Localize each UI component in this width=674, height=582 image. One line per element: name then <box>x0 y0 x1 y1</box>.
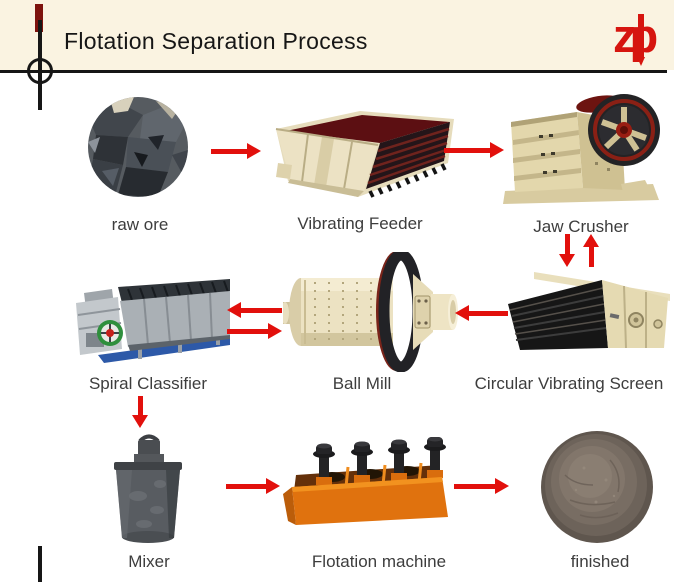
arrow-classifier-to-ball-mill <box>227 323 282 339</box>
header-background <box>0 0 674 70</box>
circular-vibrating-screen-image <box>506 270 670 362</box>
label-mixer: Mixer <box>128 552 170 571</box>
raw-ore-image <box>88 97 188 197</box>
finished-product-image <box>540 430 654 544</box>
arrow-raw-ore-to-feeder <box>211 143 261 159</box>
zp-logo: zp <box>611 8 671 68</box>
label-vibrating-feeder: Vibrating Feeder <box>297 214 423 233</box>
zp-logo-stroke <box>638 14 644 57</box>
header-accent-bar <box>35 4 43 32</box>
zp-logo-tail <box>637 57 645 66</box>
arrow-feeder-to-jaw-crusher <box>444 142 504 158</box>
label-finished: finished <box>570 552 630 571</box>
arrow-ball-mill-to-classifier <box>227 302 282 318</box>
arrow-flotation-to-finished <box>454 478 509 494</box>
spiral-classifier-image <box>70 275 230 370</box>
label-circular-vibrating-screen: Circular Vibrating Screen <box>474 374 664 393</box>
arrow-mixer-to-flotation <box>226 478 280 494</box>
header-divider-line <box>0 70 667 73</box>
jaw-crusher-image <box>503 88 660 207</box>
label-ball-mill: Ball Mill <box>332 374 392 393</box>
page-title: Flotation Separation Process <box>64 28 368 54</box>
registration-circle-mark <box>27 58 53 84</box>
arrow-jaw-crusher-to-screen-down <box>559 234 575 267</box>
label-jaw-crusher: Jaw Crusher <box>533 217 629 236</box>
vibrating-feeder-image <box>262 103 458 203</box>
label-spiral-classifier: Spiral Classifier <box>88 374 208 393</box>
label-flotation-machine: Flotation machine <box>311 552 447 571</box>
flotation-machine-image <box>280 437 455 528</box>
zp-logo-text: zp <box>613 9 658 62</box>
label-raw-ore: raw ore <box>111 215 169 234</box>
arrow-screen-to-jaw-crusher-up <box>583 234 599 267</box>
arrow-classifier-to-mixer-down <box>132 396 148 428</box>
mixer-image <box>108 432 188 548</box>
ball-mill-image <box>283 252 458 372</box>
bottom-registration-line <box>38 546 42 582</box>
arrow-screen-to-ball-mill <box>455 305 508 321</box>
